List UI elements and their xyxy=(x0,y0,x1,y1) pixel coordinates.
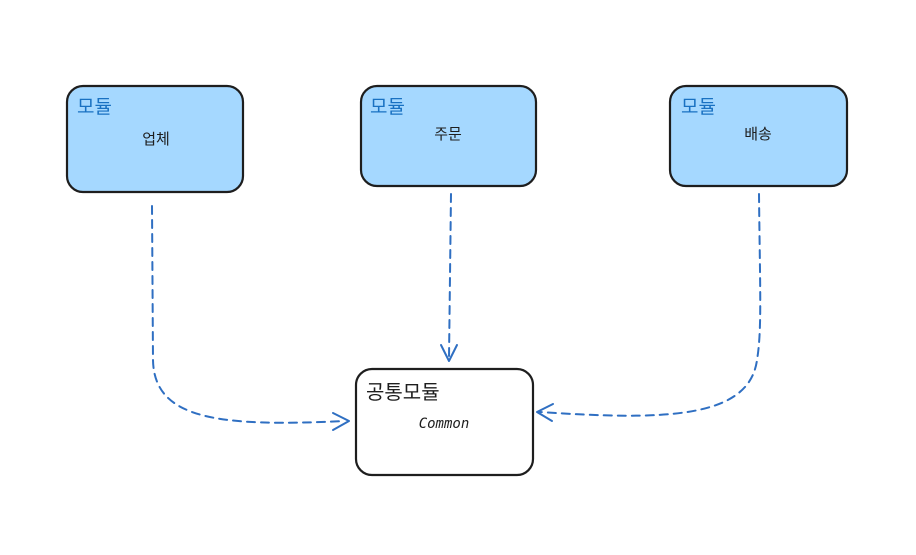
arrow-delivery-to-common xyxy=(536,193,762,422)
arrow-vendor-line xyxy=(151,205,346,424)
module-box-delivery-shape xyxy=(668,84,849,188)
arrow-vendor-head xyxy=(332,412,350,431)
arrow-delivery-head xyxy=(536,403,554,422)
common-module-box[interactable]: 공통모듈 Common xyxy=(354,367,535,477)
module-box-order-shape xyxy=(359,84,538,188)
arrow-order-head xyxy=(440,344,458,362)
common-module-title: 공통모듈 xyxy=(366,380,440,404)
module-tag-delivery: 모듈 xyxy=(681,96,716,118)
module-box-delivery[interactable]: 모듈 배송 xyxy=(668,84,849,188)
module-box-order[interactable]: 모듈 주문 xyxy=(359,84,538,188)
common-module-shape xyxy=(354,367,535,477)
module-tag-vendor: 모듈 xyxy=(77,96,112,118)
module-tag-order: 모듈 xyxy=(370,96,405,118)
arrow-order-to-common xyxy=(440,193,458,362)
module-box-vendor[interactable]: 모듈 업체 xyxy=(65,84,245,194)
arrow-delivery-line xyxy=(539,193,762,417)
arrow-vendor-to-common xyxy=(151,205,350,431)
module-name-delivery: 배송 xyxy=(744,125,772,143)
module-box-vendor-shape xyxy=(65,84,245,194)
arrow-order-line xyxy=(448,193,452,359)
module-name-vendor: 업체 xyxy=(142,130,170,148)
module-name-order: 주문 xyxy=(434,125,462,143)
common-module-subtitle: Common xyxy=(419,416,470,432)
